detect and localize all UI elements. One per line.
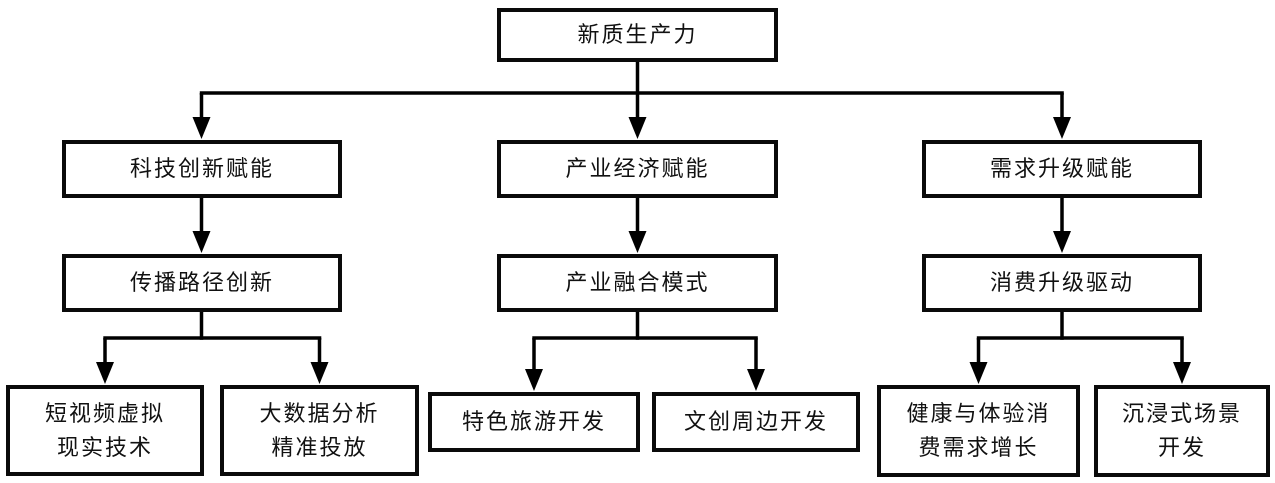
node-health-experience-consumption: 健康与体验消 费需求增长 [877,385,1080,477]
node-short-video-vr-tech: 短视频虚拟 现实技术 [6,385,204,476]
node-immersive-scene-dev: 沉浸式场景 开发 [1094,385,1270,477]
node-big-data-precision-ads: 大数据分析 精准投放 [220,385,419,476]
node-communication-path-innovation: 传播路径创新 [62,254,342,312]
node-industry-fusion-mode: 产业融合模式 [497,254,778,312]
node-industry-economy-enabler: 产业经济赋能 [497,140,778,198]
node-cultural-creative-merch-dev: 文创周边开发 [652,392,860,452]
node-root: 新质生产力 [497,8,778,62]
node-consumption-upgrade-driver: 消费升级驱动 [922,254,1202,312]
node-featured-tourism-dev: 特色旅游开发 [428,392,640,452]
node-tech-innovation-enabler: 科技创新赋能 [62,140,342,198]
node-demand-upgrade-enabler: 需求升级赋能 [922,140,1202,198]
